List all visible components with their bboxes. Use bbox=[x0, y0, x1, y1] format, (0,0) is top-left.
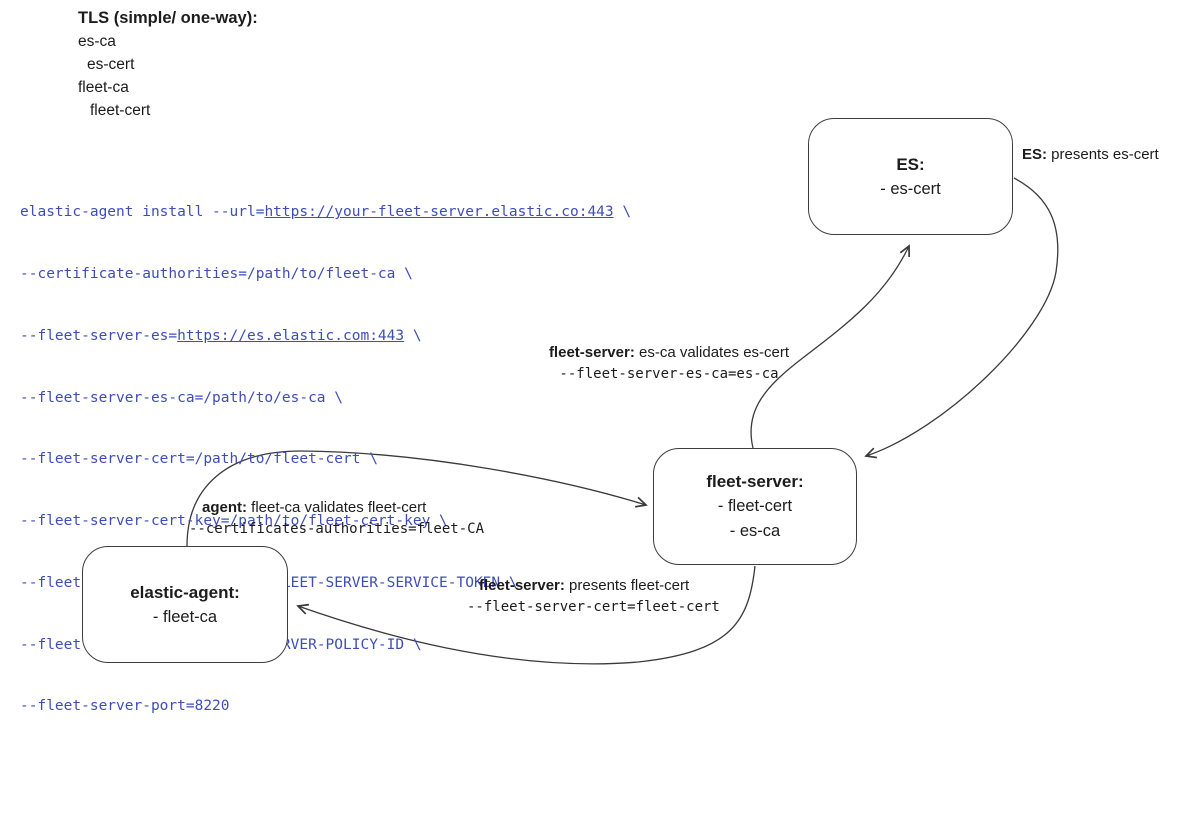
label-fleetserver-validates-es: fleet-server: es-ca validates es-cert --… bbox=[540, 344, 798, 384]
node-fleet-server-title: fleet-server: bbox=[706, 472, 804, 491]
tls-legend: TLS (simple/ one-way): es-ca es-cert fle… bbox=[78, 7, 258, 122]
label-fleetserver-presents: fleet-server: presents fleet-cert --flee… bbox=[467, 577, 720, 617]
label-code: --fleet-server-cert=fleet-cert bbox=[467, 599, 720, 615]
label-line: fleet-server: presents fleet-cert bbox=[479, 577, 720, 595]
label-text: presents fleet-cert bbox=[564, 577, 690, 594]
label-agent-validates-fleetcert: agent: fleet-ca validates fleet-cert --c… bbox=[189, 499, 484, 539]
install-command-block: elastic-agent install --url=https://your… bbox=[20, 161, 631, 758]
node-es-item: - es-cert bbox=[880, 179, 941, 198]
label-text: fleet-ca validates fleet-cert bbox=[247, 499, 427, 516]
code-text: \ bbox=[613, 204, 632, 221]
label-bold: ES: bbox=[1022, 146, 1048, 163]
code-text: --fleet-server-cert=/path/to/fleet-cert … bbox=[20, 451, 378, 468]
code-text: --fleet-server-cert-key=/path/to/fleet-c… bbox=[20, 513, 448, 530]
label-code: --certificates-authorities=fleet-CA bbox=[189, 521, 485, 537]
code-text: --fleet-server-es= bbox=[20, 327, 178, 344]
legend-item-fleet-cert: fleet-cert bbox=[90, 102, 151, 119]
label-bold: fleet-server: bbox=[548, 344, 635, 361]
node-fleet-server-item: - fleet-cert bbox=[717, 497, 793, 515]
label-es-presents: ES: presents es-cert bbox=[1022, 146, 1159, 164]
node-fleet-server: fleet-server: - fleet-cert - es-ca bbox=[653, 448, 857, 565]
code-line: --fleet-server-cert-key=/path/to/fleet-c… bbox=[20, 511, 631, 532]
fleet-server-url-link[interactable]: https://your-fleet-server.elastic.co:443 bbox=[264, 204, 614, 221]
label-bold: fleet-server: bbox=[479, 577, 565, 594]
label-bold: agent: bbox=[202, 499, 247, 516]
node-es: ES: - es-cert bbox=[808, 118, 1013, 235]
code-line: --fleet-server-port=8220 bbox=[20, 696, 631, 717]
legend-item-fleet-ca: fleet-ca bbox=[78, 79, 129, 96]
code-text: elastic-agent install --url= bbox=[20, 204, 265, 221]
legend-item-es-ca: es-ca bbox=[78, 33, 116, 50]
code-line: --fleet-server-es-ca=/path/to/es-ca \ bbox=[20, 388, 631, 409]
code-line: elastic-agent install --url=https://your… bbox=[20, 202, 631, 223]
node-elastic-agent-item: - fleet-ca bbox=[152, 607, 218, 626]
label-line: fleet-server: es-ca validates es-cert bbox=[540, 344, 798, 362]
node-elastic-agent-title: elastic-agent: bbox=[130, 582, 240, 602]
es-url-link[interactable]: https://es.elastic.com:443 bbox=[177, 327, 405, 344]
label-text: presents es-cert bbox=[1047, 146, 1159, 163]
code-line: --fleet-server-cert=/path/to/fleet-cert … bbox=[20, 449, 631, 470]
arrow-fleetserver-to-es bbox=[750, 246, 909, 449]
node-es-title: ES: bbox=[896, 154, 925, 174]
code-text: --certificate-authorities=/path/to/fleet… bbox=[20, 265, 413, 282]
label-line: agent: fleet-ca validates fleet-cert bbox=[202, 499, 484, 517]
arrow-fleetserver-to-agent bbox=[298, 565, 756, 665]
code-line: --fleet-server-es=https://es.elastic.com… bbox=[20, 326, 631, 347]
node-fleet-server-item: - es-ca bbox=[729, 522, 781, 540]
label-text: es-ca validates es-cert bbox=[634, 344, 790, 361]
code-text: --fleet-server-es-ca=/path/to/es-ca \ bbox=[20, 389, 344, 406]
legend-item-es-cert: es-cert bbox=[87, 56, 135, 73]
arrow-es-to-fleetserver bbox=[866, 177, 1059, 456]
node-elastic-agent: elastic-agent: - fleet-ca bbox=[82, 546, 288, 663]
label-code: --fleet-server-es-ca=es-ca bbox=[559, 366, 779, 382]
code-text: \ bbox=[404, 327, 422, 344]
arrow-agent-to-fleetserver bbox=[186, 450, 646, 547]
legend-title: TLS (simple/ one-way): bbox=[78, 9, 258, 27]
code-line: --certificate-authorities=/path/to/fleet… bbox=[20, 264, 631, 285]
code-text: --fleet-server-port=8220 bbox=[20, 698, 230, 715]
